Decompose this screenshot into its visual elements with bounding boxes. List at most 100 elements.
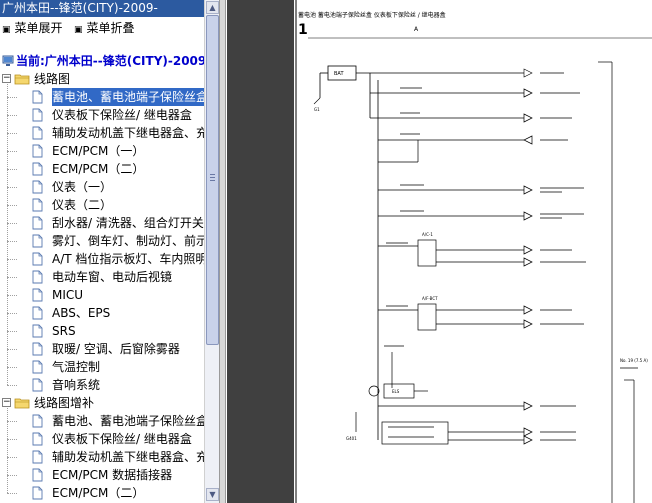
tree-item[interactable]: 仪表（二）: [0, 196, 204, 214]
relay-label-2: A/F-BCT: [422, 296, 438, 301]
tree-item-label: A/T 档位指示板灯、车内照明: [52, 252, 204, 266]
tree-item-label: 仪表板下保险丝/ 继电器盒: [52, 432, 192, 446]
document-icon: [32, 126, 43, 140]
current-location: 当前:广州本田--锋范(CITY)-2009: [2, 52, 204, 70]
wiring-diagram: 1 蓄电池 蓄电池端子保险丝盒 仪表板下保险丝 / 继电器盒 A BAT G1: [295, 0, 652, 503]
tree-item-label: 音响系统: [52, 378, 101, 392]
scroll-up-arrow-icon[interactable]: ▲: [206, 1, 219, 14]
right-reference-label: No. 19 (7.5 A): [620, 358, 648, 363]
connector-label: A: [414, 26, 419, 33]
document-icon: [32, 216, 43, 230]
tree-item-label: 辅助发动机盖下继电器盒、充: [52, 450, 204, 464]
ground-label-g1: G1: [314, 107, 320, 112]
tree-item-label: MICU: [52, 288, 84, 302]
document-icon: [32, 342, 43, 356]
collapse-menu-label: 菜单折叠: [86, 21, 135, 35]
document-icon: [32, 252, 43, 266]
tree-item-label: SRS: [52, 324, 76, 338]
tree-item[interactable]: MICU: [0, 286, 204, 304]
scroll-down-arrow-icon[interactable]: ▼: [206, 488, 219, 501]
open-folder-icon: [14, 74, 30, 85]
tree-item[interactable]: 仪表板下保险丝/ 继电器盒: [0, 430, 204, 448]
document-icon: [32, 450, 43, 464]
tree-item[interactable]: ECM/PCM（二）: [0, 160, 204, 178]
tree-item[interactable]: 音响系统: [0, 376, 204, 394]
document-icon: [32, 90, 43, 104]
battery-label: BAT: [334, 71, 344, 77]
document-icon: [32, 144, 43, 158]
tree-item-label: 取暖/ 空调、后窗除雾器: [52, 342, 180, 356]
document-icon: [32, 378, 43, 392]
expand-menu-label: 菜单展开: [14, 21, 63, 35]
menu-actions: ▣菜单展开 ▣菜单折叠: [0, 19, 204, 37]
collapse-menu-button[interactable]: ▣菜单折叠: [74, 20, 135, 38]
document-icon: [32, 162, 43, 176]
computer-icon: [2, 55, 14, 66]
tree-item-selected[interactable]: 蓄电池、蓄电池端子保险丝盒: [0, 88, 204, 106]
tree-item[interactable]: 气温控制: [0, 358, 204, 376]
document-icon: [32, 324, 43, 338]
tree-item[interactable]: 刮水器/ 清洗器、组合灯开关: [0, 214, 204, 232]
tree-item-label: 电动车窗、电动后视镜: [52, 270, 173, 284]
current-location-label: 当前:广州本田--锋范(CITY)-2009: [16, 54, 204, 68]
document-icon: [32, 234, 43, 248]
document-icon: [32, 180, 43, 194]
junction-label: ELS: [392, 389, 400, 394]
document-icon: [32, 288, 43, 302]
document-icon: [32, 486, 43, 500]
tree-item[interactable]: 电动车窗、电动后视镜: [0, 268, 204, 286]
scrollbar-thumb[interactable]: [206, 15, 219, 345]
tree-item[interactable]: SRS: [0, 322, 204, 340]
tree-folder[interactable]: − 线路图: [0, 70, 204, 88]
page-number: 1: [298, 22, 308, 38]
tree-item[interactable]: ECM/PCM（一）: [0, 142, 204, 160]
tree-item[interactable]: 仪表（一）: [0, 178, 204, 196]
tree-item-label: 辅助发动机盖下继电器盒、充: [52, 126, 204, 140]
tree-item[interactable]: 仪表板下保险丝/ 继电器盒: [0, 106, 204, 124]
tree-item-label: ABS、EPS: [52, 306, 111, 320]
viewer-background: [227, 0, 294, 503]
document-icon: [32, 414, 43, 428]
tree-item[interactable]: 辅助发动机盖下继电器盒、充: [0, 124, 204, 142]
collapse-square-icon: ▣: [74, 25, 83, 35]
tree-item[interactable]: 辅助发动机盖下继电器盒、充: [0, 448, 204, 466]
tree-item-label: 刮水器/ 清洗器、组合灯开关: [52, 216, 204, 230]
tree-item[interactable]: A/T 档位指示板灯、车内照明: [0, 250, 204, 268]
relay-label-1: A/C-1: [422, 232, 433, 237]
expand-menu-button[interactable]: ▣菜单展开: [2, 20, 63, 38]
expand-square-icon: ▣: [2, 25, 11, 35]
tree-item-label: ECM/PCM（一）: [52, 144, 145, 158]
tree-item-label: ECM/PCM（二）: [52, 486, 145, 500]
tree-item[interactable]: 取暖/ 空调、后窗除雾器: [0, 340, 204, 358]
diagram-header: 蓄电池 蓄电池端子保险丝盒 仪表板下保险丝 / 继电器盒: [298, 11, 446, 19]
tree-item-label: 仪表（一）: [52, 180, 113, 194]
pane-splitter[interactable]: [219, 0, 226, 503]
document-icon: [32, 468, 43, 482]
tree-item-label: 仪表板下保险丝/ 继电器盒: [52, 108, 192, 122]
tree-item[interactable]: ECM/PCM（二）: [0, 484, 204, 502]
document-icon: [32, 432, 43, 446]
document-icon: [32, 108, 43, 122]
tree-item-label: 气温控制: [52, 360, 101, 374]
tree-item-label: 仪表（二）: [52, 198, 113, 212]
tree-item[interactable]: ECM/PCM 数据插接器: [0, 466, 204, 484]
tree-folder[interactable]: − 线路图增补: [0, 394, 204, 412]
vertical-scrollbar[interactable]: ▲ ▼: [204, 0, 219, 503]
tree-folder-label: 线路图: [34, 72, 71, 86]
collapse-toggle-icon[interactable]: −: [2, 73, 11, 83]
open-folder-icon: [14, 398, 30, 409]
document-icon: [32, 270, 43, 284]
tree-item-label: ECM/PCM（二）: [52, 162, 145, 176]
tree-folder-label: 线路图增补: [34, 396, 95, 410]
tree-item-label: 蓄电池、蓄电池端子保险丝盒: [52, 414, 204, 428]
wiring-diagram-page: 1 蓄电池 蓄电池端子保险丝盒 仪表板下保险丝 / 继电器盒 A BAT G1: [294, 0, 652, 503]
tree-item-label: 蓄电池、蓄电池端子保险丝盒: [52, 88, 204, 106]
tree-item-label: 雾灯、倒车灯、制动灯、前示: [52, 234, 204, 248]
tree-item[interactable]: 雾灯、倒车灯、制动灯、前示: [0, 232, 204, 250]
tree-item[interactable]: ABS、EPS: [0, 304, 204, 322]
tree-item-label: ECM/PCM 数据插接器: [52, 468, 173, 482]
collapse-toggle-icon[interactable]: −: [2, 397, 11, 407]
tree-item[interactable]: 蓄电池、蓄电池端子保险丝盒: [0, 412, 204, 430]
window-title: 广州本田--锋范(CITY)-2009-: [0, 0, 204, 17]
document-icon: [32, 306, 43, 320]
